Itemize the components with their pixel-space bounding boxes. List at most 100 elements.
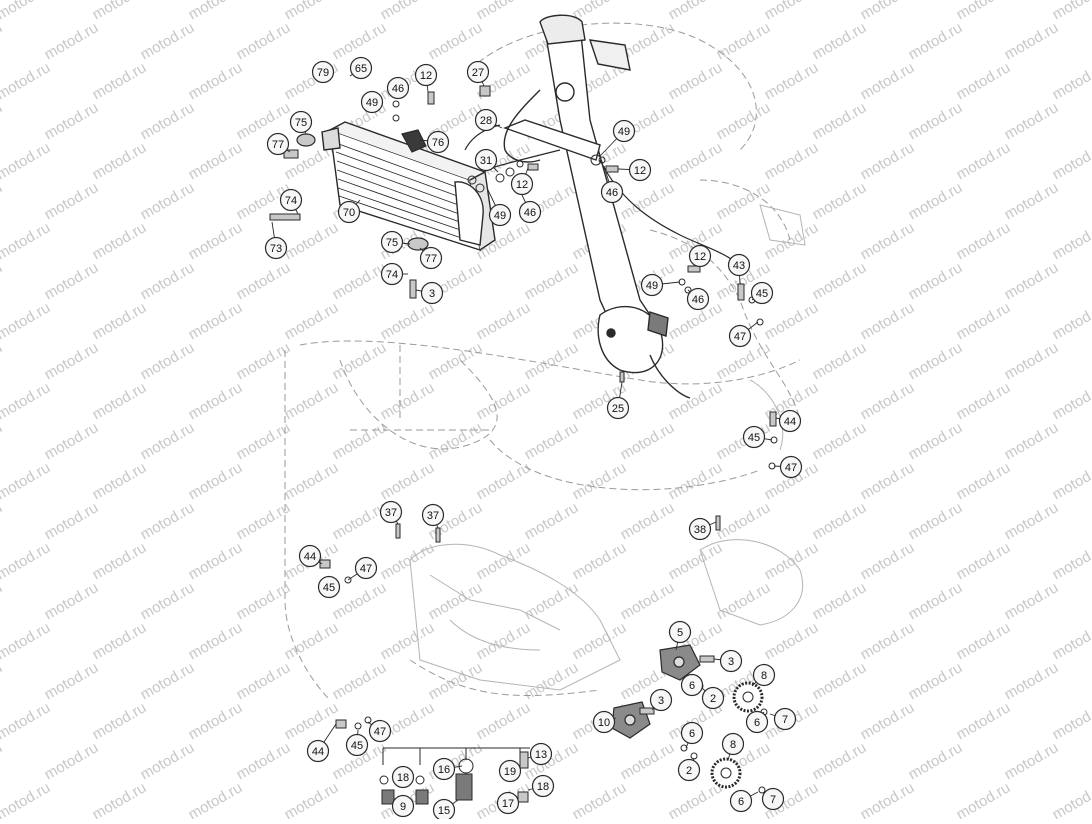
callout-number: 47 — [374, 726, 386, 738]
watermark-text: motod.ru — [138, 499, 198, 543]
callout-number: 12 — [634, 165, 646, 177]
watermark-text: motod.ru — [858, 539, 918, 583]
watermark-text: motod.ru — [1050, 619, 1092, 663]
watermark-text: motod.ru — [906, 99, 966, 143]
watermark-text: motod.ru — [762, 619, 822, 663]
part-callout-47: 47 — [370, 721, 391, 742]
part-callout-37: 37 — [381, 502, 402, 523]
part-callout-19: 19 — [500, 761, 521, 782]
watermark-text: motod.ru — [282, 779, 342, 819]
callout-number: 12 — [694, 251, 706, 263]
watermark-text: motod.ru — [186, 139, 246, 183]
callout-number: 49 — [366, 97, 378, 109]
part-callout-49: 49 — [362, 92, 383, 113]
watermark-text: motod.ru — [810, 579, 870, 623]
callout-number: 44 — [784, 416, 796, 428]
watermark-text: motod.ru — [522, 739, 582, 783]
callout-number: 45 — [748, 432, 760, 444]
watermark-text: motod.ru — [474, 379, 534, 423]
watermark-text: motod.ru — [90, 619, 150, 663]
watermark-text: motod.ru — [0, 579, 5, 623]
watermark-text: motod.ru — [858, 219, 918, 263]
callout-number: 25 — [612, 403, 624, 415]
watermark-text: motod.ru — [186, 59, 246, 103]
callout-number: 16 — [438, 764, 450, 776]
watermark-text: motod.ru — [378, 299, 438, 343]
watermark-text: motod.ru — [0, 619, 53, 663]
part-callout-77: 77 — [268, 134, 289, 155]
watermark-text: motod.ru — [714, 499, 774, 543]
watermark-text: motod.ru — [138, 179, 198, 223]
callout-number: 38 — [694, 524, 706, 536]
pump-gear-upper — [734, 683, 762, 711]
watermark-text: motod.ru — [1002, 19, 1062, 63]
watermark-text: motod.ru — [570, 459, 630, 503]
part-callout-9: 9 — [393, 796, 414, 817]
watermark-text: motod.ru — [426, 739, 486, 783]
part-callout-43: 43 — [729, 255, 750, 276]
part-callout-47: 47 — [356, 558, 377, 579]
callout-number: 8 — [761, 670, 767, 682]
watermark-text: motod.ru — [0, 419, 5, 463]
watermark-text: motod.ru — [282, 699, 342, 743]
watermark-text: motod.ru — [138, 739, 198, 783]
watermark-text: motod.ru — [570, 619, 630, 663]
watermark-text: motod.ru — [282, 619, 342, 663]
part-callout-18: 18 — [533, 776, 554, 797]
watermark-text: motod.ru — [330, 259, 390, 303]
watermark-text: motod.ru — [0, 0, 53, 23]
watermark-text: motod.ru — [1050, 59, 1092, 103]
watermark-text: motod.ru — [954, 379, 1014, 423]
callout-number: 18 — [537, 781, 549, 793]
watermark-text: motod.ru — [618, 419, 678, 463]
callout-number: 77 — [425, 253, 437, 265]
callout-number: 5 — [677, 627, 683, 639]
callout-number: 7 — [782, 714, 788, 726]
callout-number: 3 — [658, 695, 664, 707]
callout-number: 46 — [392, 83, 404, 95]
callout-number: 6 — [689, 728, 695, 740]
watermark-text: motod.ru — [0, 99, 5, 143]
watermark-text: motod.ru — [474, 619, 534, 663]
callout-number: 47 — [785, 462, 797, 474]
watermark-text: motod.ru — [714, 19, 774, 63]
watermark-text: motod.ru — [378, 619, 438, 663]
watermark-text: motod.ru — [1002, 179, 1062, 223]
watermark-text: motod.ru — [810, 19, 870, 63]
callout-number: 19 — [504, 766, 516, 778]
watermark-text: motod.ru — [666, 139, 726, 183]
part-callout-46: 46 — [388, 78, 409, 99]
part-callout-46: 46 — [688, 289, 709, 310]
part-callout-16: 16 — [434, 759, 455, 780]
watermark-text: motod.ru — [666, 0, 726, 23]
watermark-text: motod.ru — [42, 339, 102, 383]
callout-number: 44 — [312, 746, 324, 758]
watermark-text: motod.ru — [90, 699, 150, 743]
part-callout-7: 7 — [775, 709, 796, 730]
part-callout-25: 25 — [608, 398, 629, 419]
part-callout-3: 3 — [651, 690, 672, 711]
watermark-text: motod.ru — [474, 699, 534, 743]
callout-number: 12 — [516, 179, 528, 191]
watermark-text: motod.ru — [666, 59, 726, 103]
part-callout-45: 45 — [752, 283, 773, 304]
watermark-text: motod.ru — [138, 99, 198, 143]
watermark-text: motod.ru — [1002, 339, 1062, 383]
watermark-text: motod.ru — [762, 0, 822, 23]
callout-number: 6 — [754, 717, 760, 729]
part-callout-74: 74 — [281, 190, 302, 211]
watermark-text: motod.ru — [858, 299, 918, 343]
watermark-text: motod.ru — [954, 699, 1014, 743]
callout-number: 8 — [730, 739, 736, 751]
part-callout-65: 65 — [351, 58, 372, 79]
watermark-text: motod.ru — [90, 379, 150, 423]
watermark-text: motod.ru — [234, 499, 294, 543]
watermark-text: motod.ru — [42, 499, 102, 543]
part-callout-44: 44 — [308, 741, 329, 762]
part-callout-15: 15 — [434, 800, 455, 820]
watermark-text: motod.ru — [0, 259, 5, 303]
watermark-text: motod.ru — [762, 139, 822, 183]
part-callout-46: 46 — [520, 202, 541, 223]
watermark-text: motod.ru — [330, 499, 390, 543]
